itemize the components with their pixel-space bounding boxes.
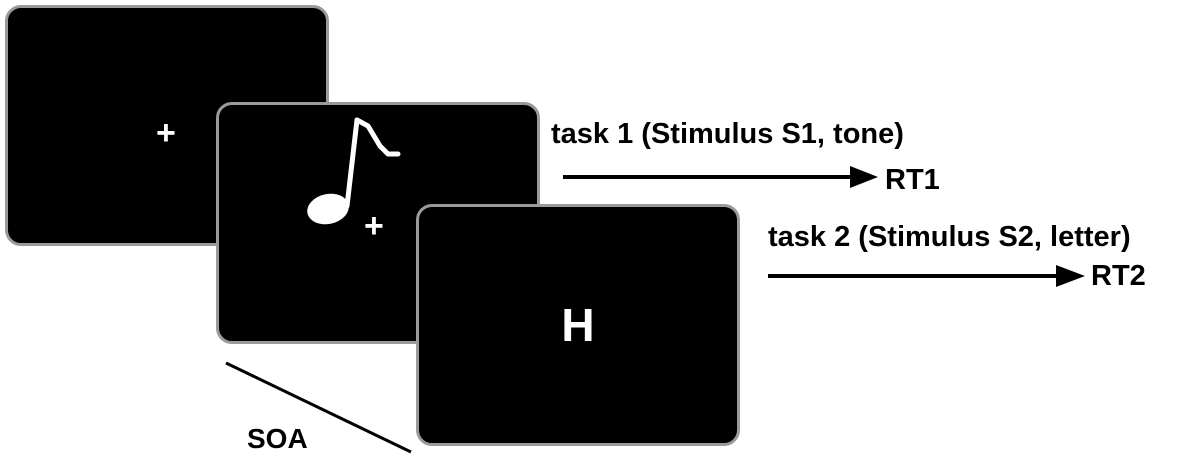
fixation-cross: + xyxy=(156,114,176,152)
task1-label: task 1 (Stimulus S1, tone) xyxy=(551,118,904,150)
music-note-icon xyxy=(307,117,401,225)
task2-label: task 2 (Stimulus S2, letter) xyxy=(768,221,1131,253)
soa-label: SOA xyxy=(247,423,308,454)
letter-stimulus: H xyxy=(561,299,595,351)
letter-stimulus-screen: H xyxy=(416,204,740,446)
rt1-label: RT1 xyxy=(885,164,940,196)
fixation-cross: + xyxy=(364,207,384,245)
rt2-arrowhead xyxy=(1056,265,1085,287)
soa-line xyxy=(225,361,412,454)
rt2-label: RT2 xyxy=(1091,260,1146,292)
rt1-arrowhead xyxy=(850,166,878,188)
